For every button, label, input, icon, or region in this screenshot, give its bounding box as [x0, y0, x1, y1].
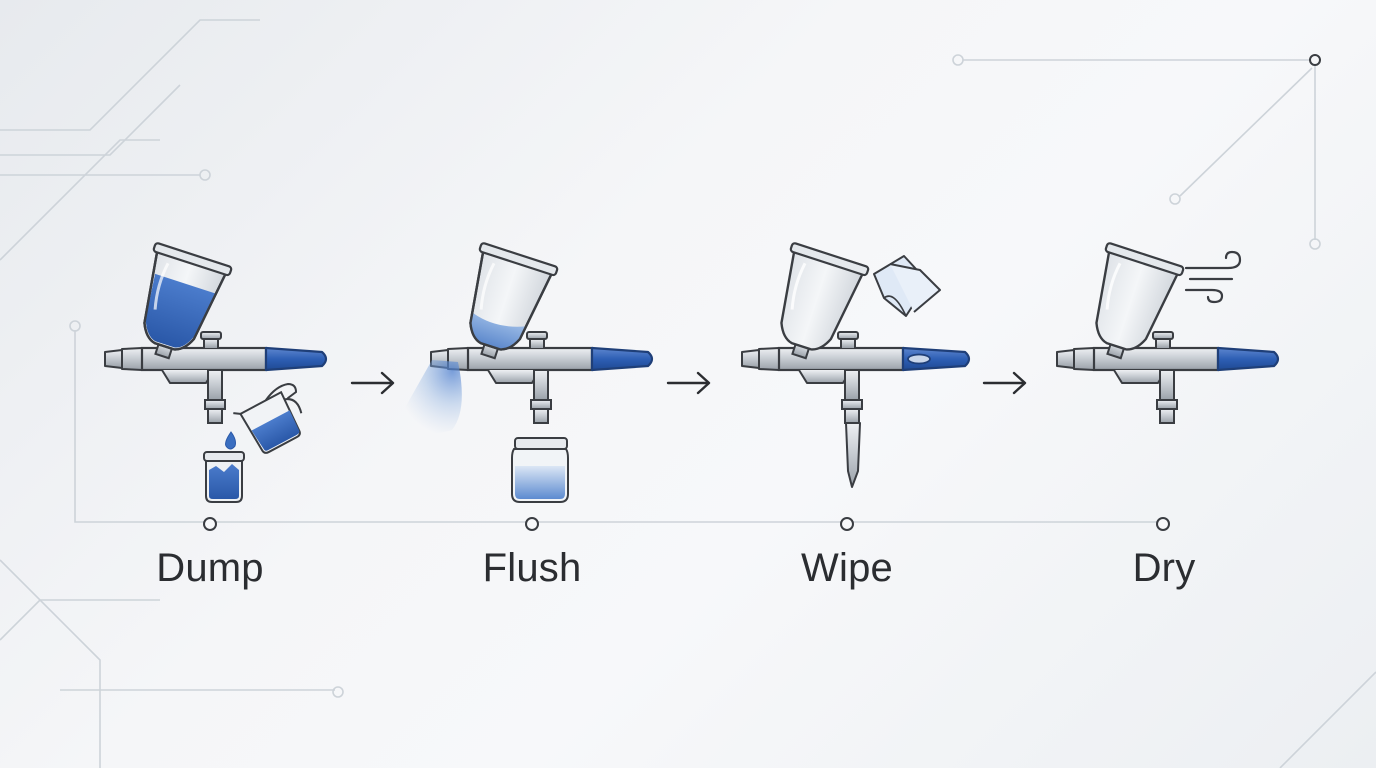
- hand-icon: [265, 382, 298, 401]
- step-flush: [398, 242, 654, 503]
- beaker-icon: [233, 390, 303, 454]
- timeline-node-3: [840, 517, 854, 531]
- airbrush-icon: [429, 330, 654, 425]
- timeline-node-1: [203, 517, 217, 531]
- paint-cup-icon: [128, 242, 233, 360]
- step-label-wipe: Wipe: [801, 546, 893, 590]
- step-wipe: [741, 242, 971, 488]
- step-dry: [1055, 242, 1280, 425]
- circuit-node: [1309, 54, 1321, 66]
- arrow-right-icon: [666, 371, 711, 395]
- paint-cup-icon: [454, 242, 559, 360]
- paint-cup-icon: [1080, 242, 1185, 360]
- needle-icon: [845, 422, 861, 488]
- cloth-icon: [873, 255, 941, 317]
- arrow-right-icon: [350, 371, 395, 395]
- arrows: [350, 371, 1027, 395]
- timeline-node-2: [525, 517, 539, 531]
- paint-cup-icon: [765, 242, 870, 360]
- step-label-flush: Flush: [482, 546, 582, 590]
- airbrush-icon: [741, 331, 971, 488]
- jar-icon: [203, 451, 245, 503]
- step-dump: [103, 242, 328, 503]
- airbrush-icon: [1055, 330, 1280, 425]
- paint-drop-icon: [225, 431, 236, 450]
- air-flow-icon: [1184, 250, 1242, 304]
- step-label-dump: Dump: [156, 546, 264, 590]
- airbrush-icon: [103, 330, 328, 425]
- spray-mist-icon: [398, 360, 462, 434]
- arrow-right-icon: [982, 371, 1027, 395]
- timeline: [203, 517, 1170, 531]
- circuit-decoration: [0, 19, 1376, 768]
- jar-icon: [511, 437, 569, 503]
- step-label-dry: Dry: [1132, 546, 1196, 590]
- timeline-node-4: [1156, 517, 1170, 531]
